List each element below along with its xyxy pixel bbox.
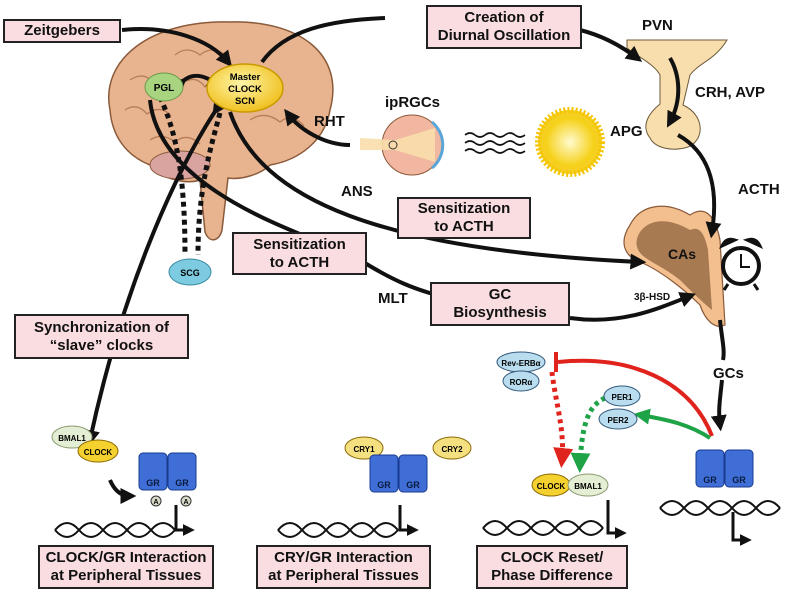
mlt-label: MLT	[378, 290, 408, 307]
master-clock-scn-node: Master CLOCK SCN	[206, 63, 284, 113]
arrow-sync-to-scn	[84, 97, 228, 447]
apg-label: APG	[610, 123, 643, 140]
svg-text:GR: GR	[732, 475, 746, 485]
reset-line1: CLOCK Reset/	[500, 549, 604, 566]
arrow-apg-to-adrenal	[677, 133, 722, 239]
panel-clock-reset: Rev-ERBα RORα PER1 PER2 CLOCK BMAL1	[482, 351, 641, 539]
3b-hsd-label: 3β-HSD	[634, 292, 671, 303]
iprgcs-label: ipRGCs	[385, 94, 441, 111]
svg-text:GR: GR	[377, 480, 391, 490]
clockgr-line2: at Peripheral Tissues	[50, 567, 202, 584]
svg-text:GR: GR	[703, 475, 717, 485]
svg-text:CLOCK: CLOCK	[84, 448, 113, 457]
svg-text:A: A	[153, 499, 158, 506]
gc-line1: GC	[488, 286, 512, 303]
diurnal-line1: Creation of	[464, 9, 544, 26]
gcs-label: GCs	[713, 365, 744, 382]
arrow-pvn-to-apg	[666, 56, 682, 128]
pgl-node: PGL	[144, 72, 184, 102]
rht-label: RHT	[314, 113, 345, 130]
cas-label: CAs	[668, 246, 697, 262]
gc-biosynthesis-box: GC Biosynthesis	[430, 282, 570, 326]
svg-text:BMAL1: BMAL1	[574, 482, 602, 491]
arrow-rht-to-scn	[284, 108, 351, 147]
arrow-scn-to-diurnal	[260, 16, 386, 64]
adrenal-gland-illustration	[623, 205, 726, 327]
svg-text:SCG: SCG	[180, 268, 200, 278]
arrow-clock-to-gr	[108, 479, 137, 504]
arrow-gc-to-3bhsd	[569, 292, 696, 322]
svg-text:CRY1: CRY1	[353, 445, 375, 454]
crygr-line2: at Peripheral Tissues	[268, 567, 419, 584]
acth-label: ACTH	[738, 181, 780, 198]
svg-text:PGL: PGL	[154, 83, 175, 94]
arrow-gcs-to-gr	[710, 379, 727, 432]
dotted-sympathetic-paths	[157, 95, 223, 256]
svg-text:PER2: PER2	[608, 416, 629, 425]
crh-avp-label: CRH, AVP	[695, 84, 766, 101]
zeitgebers-box: Zeitgebers	[3, 19, 121, 43]
alarm-clock-icon	[719, 237, 763, 291]
sensitization-acth-left-box: Sensitization to ACTH	[232, 232, 367, 275]
cry-gr-interaction-box: CRY/GR Interaction at Peripheral Tissues	[256, 545, 431, 589]
panel-clock-gr: BMAL1 CLOCK GR GR A A	[51, 425, 197, 538]
pvn-label: PVN	[642, 17, 673, 34]
light-waves-icon	[464, 132, 526, 154]
svg-text:GR: GR	[146, 478, 160, 488]
svg-text:BMAL1: BMAL1	[58, 434, 86, 443]
svg-text:PER1: PER1	[612, 393, 633, 402]
arrow-ans-to-adrenal	[228, 111, 647, 270]
green-activation-arrow	[570, 395, 712, 473]
crygr-line1: CRY/GR Interaction	[274, 549, 413, 566]
zeitgebers-label: Zeitgebers	[24, 22, 100, 39]
arrow-adrenal-to-gcs	[718, 319, 726, 361]
sens-right-line1: Sensitization	[417, 200, 511, 217]
panel-gr-dna: GR GR	[659, 449, 781, 546]
gc-line2: Biosynthesis	[453, 304, 547, 321]
sens-left-line2: to ACTH	[269, 253, 330, 271]
sensitization-acth-right-box: Sensitization to ACTH	[397, 197, 531, 239]
svg-text:RORα: RORα	[510, 378, 533, 387]
sens-right-line2: to ACTH	[434, 218, 494, 235]
svg-text:SCN: SCN	[235, 96, 255, 107]
diurnal-line2: Diurnal Oscillation	[437, 27, 571, 44]
panel-cry-gr: CRY1 CRY2 GR GR	[277, 436, 472, 538]
sync-line2: “slave” clocks	[49, 336, 154, 354]
arrow-diurnal-to-pvn	[579, 28, 643, 62]
reset-line2: Phase Difference	[491, 567, 613, 584]
sync-line1: Synchronization of	[34, 318, 169, 336]
pathway-arrows	[84, 16, 727, 504]
ans-label: ANS	[341, 183, 373, 200]
svg-text:GR: GR	[406, 480, 420, 490]
svg-text:GR: GR	[175, 478, 189, 488]
clock-reset-box: CLOCK Reset/ Phase Difference	[476, 545, 628, 589]
sens-left-line1: Sensitization	[253, 235, 346, 253]
red-inhibition-arrow	[549, 352, 714, 468]
svg-text:Master: Master	[230, 72, 261, 83]
svg-text:CLOCK: CLOCK	[537, 482, 566, 491]
scg-node: SCG	[168, 258, 212, 286]
svg-text:CRY2: CRY2	[441, 445, 463, 454]
clock-gr-interaction-box: CLOCK/GR Interaction at Peripheral Tissu…	[38, 545, 214, 589]
svg-text:A: A	[183, 499, 188, 506]
diurnal-oscillation-box: Creation of Diurnal Oscillation	[426, 5, 582, 49]
svg-text:Rev-ERBα: Rev-ERBα	[501, 359, 540, 368]
synchronization-box: Synchronization of “slave” clocks	[14, 314, 189, 359]
svg-text:CLOCK: CLOCK	[228, 84, 262, 95]
eye-illustration	[360, 114, 445, 176]
arrow-zeitgebers-to-scn	[121, 27, 233, 67]
sun-icon	[535, 107, 605, 177]
clockgr-line1: CLOCK/GR Interaction	[45, 549, 207, 566]
